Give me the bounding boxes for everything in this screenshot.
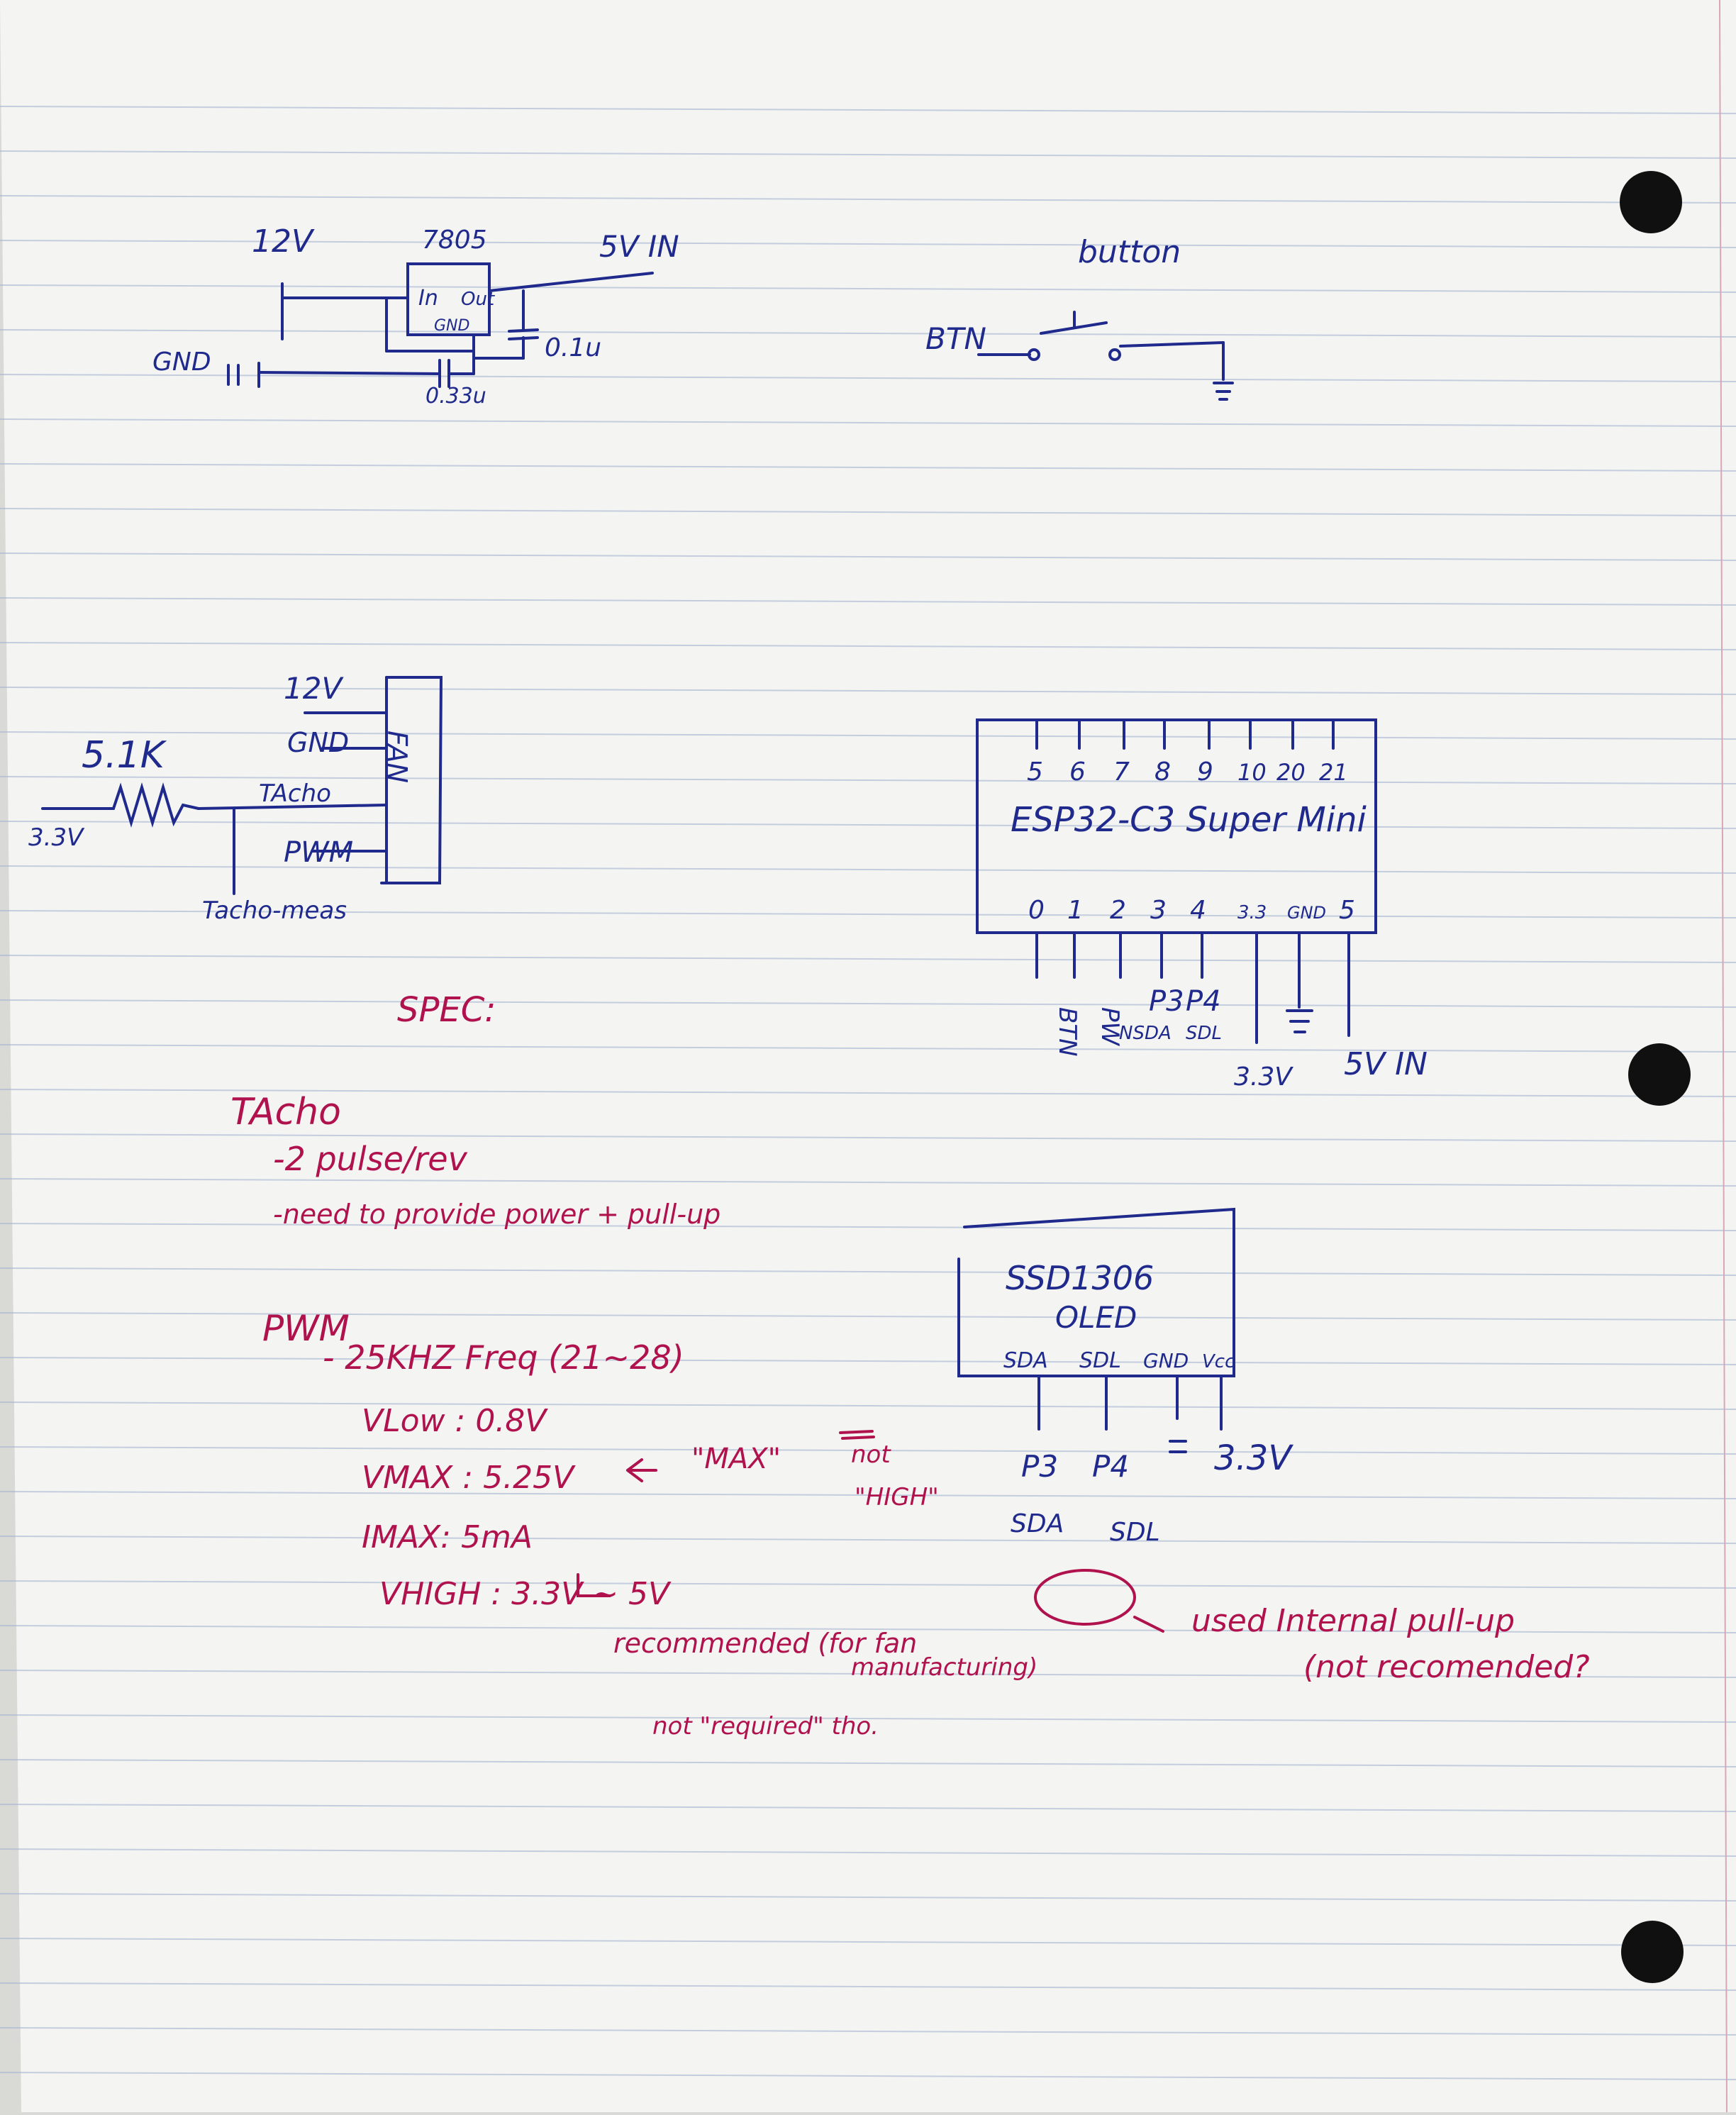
- fan-tacho-label: TAcho: [259, 779, 331, 808]
- fan-12v-label: 12V: [284, 671, 344, 706]
- oled-sdl-label: SDL: [1110, 1518, 1160, 1547]
- pwm-rec-2: manufacturing): [851, 1653, 1037, 1682]
- esp-top-pin-9: 9: [1197, 757, 1213, 787]
- esp-bottom-pin-2: 2: [1110, 896, 1126, 925]
- punch-hole: [1620, 171, 1682, 233]
- reg-12v-label: 12V: [252, 223, 315, 260]
- reg-cap-out-label: 0.1u: [545, 333, 601, 362]
- reg-in-label: In: [418, 286, 438, 311]
- pwm-not-label: not: [851, 1440, 891, 1469]
- esp-top-pin-6: 6: [1069, 757, 1086, 787]
- esp-top-pin-10: 10: [1237, 759, 1267, 786]
- esp-bottom-pin-33: 3.3: [1237, 902, 1267, 923]
- esp-bottom-pin-0: 0: [1028, 896, 1045, 925]
- esp-top-pin-20: 20: [1276, 759, 1306, 786]
- pwm-vmax-note: "MAX": [691, 1443, 781, 1475]
- reg-vout-label: 5V IN: [599, 229, 679, 264]
- esp-name-label: ESP32-C3 Super Mini: [1011, 800, 1367, 840]
- oled-pin-vcc: Vcc: [1202, 1351, 1235, 1372]
- oled-p3-label: P3: [1021, 1449, 1058, 1484]
- esp-top-pin-5: 5: [1027, 757, 1043, 787]
- button-net-label: BTN: [925, 321, 986, 356]
- pwm-notreq: not "required" tho.: [652, 1712, 879, 1741]
- spec-heading: SPEC:: [397, 990, 496, 1030]
- oled-pin-gnd: GND: [1143, 1349, 1189, 1372]
- pwm-vlow: VLow : 0.8V: [362, 1403, 548, 1439]
- fan-gnd-label: GND: [287, 727, 349, 758]
- pullup-note-2: (not recomended?: [1303, 1649, 1590, 1685]
- esp-sdl-label: SDL: [1186, 1023, 1222, 1044]
- reg-cap-in-label: 0.33u: [425, 384, 486, 409]
- punch-hole: [1621, 1921, 1684, 1983]
- margin-line: [1719, 0, 1727, 2113]
- esp-pw-label: PW: [1096, 1007, 1124, 1047]
- esp-p3-label: P3: [1149, 985, 1184, 1018]
- blue-ink-wires: [41, 262, 1377, 1453]
- pwm-title: PWM: [262, 1308, 350, 1349]
- reg-out-label: Out: [461, 289, 495, 310]
- oled-title: SSD1306: [1006, 1259, 1154, 1297]
- button-title: button: [1078, 234, 1181, 270]
- tacho-title: TAcho: [230, 1091, 341, 1133]
- reg-chip-label: 7805: [422, 226, 487, 255]
- tacho-note-2: -need to provide power + pull-up: [273, 1199, 720, 1230]
- pwm-imax: IMAX: 5mA: [362, 1519, 533, 1555]
- fan-pwm-label: PWM: [284, 836, 353, 869]
- oled-pin-sdl: SDL: [1079, 1348, 1121, 1373]
- pwm-note-1: - 25KHZ Freq (21~28): [323, 1338, 684, 1377]
- esp-bottom-pin-gnd: GND: [1287, 903, 1326, 923]
- esp-bottom-pin-1: 1: [1067, 896, 1084, 925]
- ruled-lines: [0, 106, 1736, 2080]
- red-ink-notes: SPEC: TAcho -2 pulse/rev -need to provid…: [230, 990, 1590, 1741]
- esp-vin-label: 5V IN: [1344, 1046, 1428, 1082]
- fan-meas-label: Tacho-meas: [202, 896, 347, 925]
- tacho-note-1: -2 pulse/rev: [273, 1140, 468, 1178]
- esp-bottom-pin-3: 3: [1150, 896, 1167, 925]
- esp-nsda-label: NSDA: [1119, 1023, 1172, 1044]
- esp-bottom-pin-5: 5: [1339, 896, 1355, 925]
- oled-pin-sda: SDA: [1003, 1348, 1048, 1373]
- punch-hole: [1628, 1043, 1691, 1106]
- esp-top-pin-8: 8: [1154, 757, 1171, 787]
- reg-gnd-pin-label: GND: [434, 317, 469, 335]
- red-ink-marks: [577, 1430, 1164, 1633]
- pwm-high-label: "HIGH": [855, 1483, 939, 1511]
- oled-p4-label: P4: [1092, 1449, 1129, 1484]
- reg-gnd-label: GND: [152, 348, 211, 377]
- pullup-note: used Internal pull-up: [1191, 1603, 1515, 1639]
- fan-33v-label: 3.3V: [28, 823, 85, 852]
- pwm-rec: recommended (for fan: [613, 1628, 917, 1659]
- fan-name-label: FAN: [382, 731, 413, 783]
- esp-bottom-pin-4: 4: [1190, 896, 1206, 925]
- esp-top-pin-7: 7: [1113, 757, 1130, 787]
- pwm-vmax: VMAX : 5.25V: [362, 1460, 576, 1496]
- esp-btn-label: BTN: [1053, 1007, 1081, 1057]
- oled-sda-label: SDA: [1011, 1509, 1064, 1538]
- fan-resistor-label: 5.1K: [82, 734, 167, 777]
- pwm-vhigh: VHIGH : 3.3V ~ 5V: [379, 1576, 672, 1612]
- esp-top-pin-21: 21: [1319, 759, 1348, 786]
- oled-subtitle: OLED: [1055, 1300, 1137, 1335]
- esp-p4-label: P4: [1186, 985, 1221, 1018]
- oled-33v-label: 3.3V: [1214, 1438, 1293, 1478]
- esp-33v-label: 3.3V: [1234, 1062, 1293, 1092]
- blue-ink-labels: 12V 7805 In Out GND 5V IN GND 0.1u 0.33u…: [28, 223, 1428, 1547]
